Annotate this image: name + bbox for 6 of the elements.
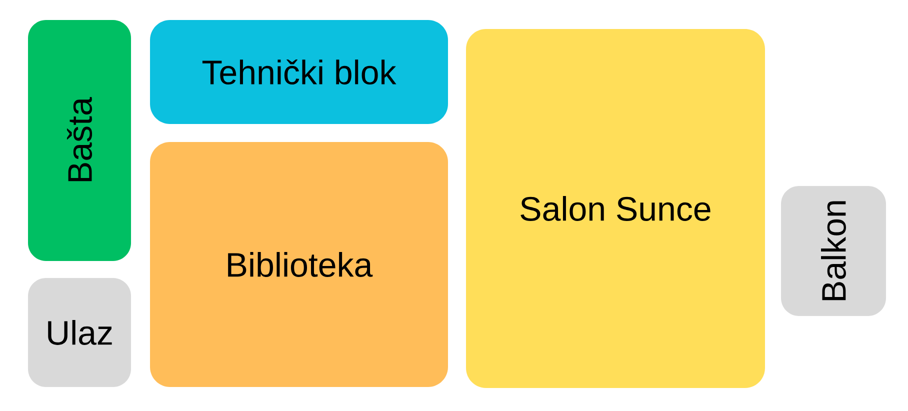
room-block: Bašta xyxy=(28,20,131,261)
room-block: Balkon xyxy=(781,186,886,316)
room-block: Tehnički blok xyxy=(150,20,448,124)
room-block: Ulaz xyxy=(28,278,131,387)
room-block: Salon Sunce xyxy=(466,29,765,388)
room-block: Biblioteka xyxy=(150,142,448,387)
